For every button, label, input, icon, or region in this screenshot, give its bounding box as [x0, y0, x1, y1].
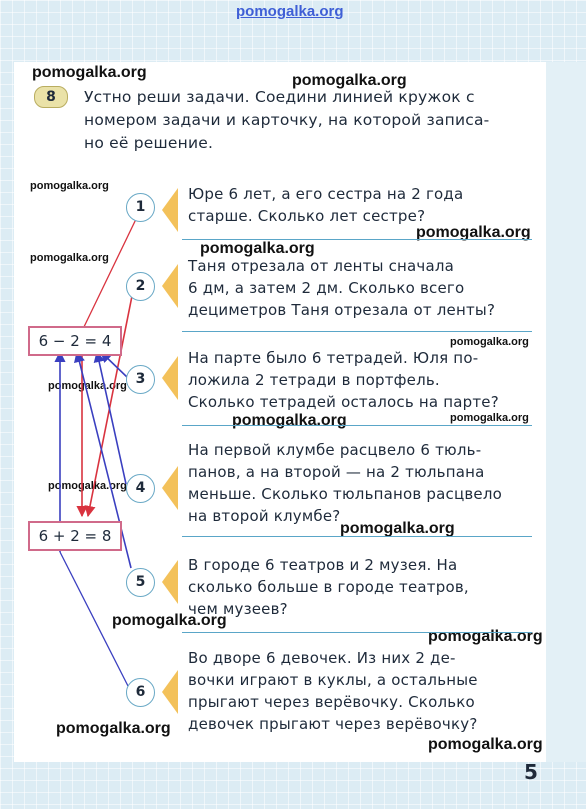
problem-line: вочки играют в куклы, а остальные — [188, 671, 478, 689]
watermark: pomogalka.org — [450, 336, 529, 348]
triangle-marker — [162, 560, 178, 604]
problem-line: дециметров Таня отрезала от ленты? — [188, 301, 496, 319]
watermark: pomogalka.org — [112, 612, 227, 629]
problem-line: Сколько тетрадей осталось на парте? — [188, 393, 499, 411]
page-number: 5 — [524, 760, 538, 784]
problem-number-circle[interactable]: 1 — [126, 193, 155, 222]
instruction-line: но её решение. — [84, 134, 214, 152]
triangle-marker — [162, 188, 178, 232]
task-instructions: Устно реши задачи. Соедини линией кружок… — [84, 86, 534, 155]
problem-6-text: Во дворе 6 девочек. Из них 2 де- вочки и… — [188, 647, 533, 735]
separator-line — [182, 536, 532, 537]
line-problem-4-to-card-diff — [93, 350, 127, 485]
problem-3-text: На парте было 6 тетрадей. Юля по- ложила… — [188, 347, 533, 413]
problem-line: Во дворе 6 девочек. Из них 2 де- — [188, 649, 456, 667]
separator-line — [182, 632, 532, 633]
separator-line — [182, 425, 532, 426]
problem-line: прыгают через верёвочку. Сколько — [188, 693, 475, 711]
problem-2-text: Таня отрезала от ленты сначала 6 дм, а з… — [188, 255, 533, 321]
line-problem-6-to-card-diff — [59, 551, 129, 687]
problem-line: панов, а на второй — на 2 тюльпана — [188, 463, 485, 481]
problem-5-text: В городе 6 театров и 2 музея. На сколько… — [188, 554, 533, 620]
triangle-marker — [162, 264, 178, 308]
problem-line: На парте было 6 тетрадей. Юля по- — [188, 349, 479, 367]
problem-line: В городе 6 театров и 2 музея. На — [188, 556, 458, 574]
watermark: pomogalka.org — [30, 180, 109, 192]
triangle-marker — [162, 670, 178, 714]
watermark: pomogalka.org — [48, 480, 127, 492]
task-number-badge: 8 — [34, 86, 68, 108]
separator-line — [182, 331, 532, 332]
card-difference: 6 − 2 = 4 — [28, 326, 122, 356]
line-problem-1-to-card-sum — [81, 214, 139, 332]
watermark: pomogalka.org — [450, 412, 529, 424]
watermark: pomogalka.org — [428, 736, 543, 753]
card-sum: 6 + 2 = 8 — [28, 521, 122, 551]
watermark: pomogalka.org — [200, 240, 315, 257]
watermark: pomogalka.org — [292, 72, 407, 89]
watermark: pomogalka.org — [32, 64, 147, 81]
separator-line — [182, 239, 532, 240]
problem-4-text: На первой клумбе расцвело 6 тюль- панов,… — [188, 439, 533, 527]
watermark: pomogalka.org — [30, 252, 109, 264]
problem-number-circle[interactable]: 5 — [126, 568, 155, 597]
problem-line: меньше. Сколько тюльпанов расцвело — [188, 485, 503, 503]
problem-line: Юре 6 лет, а его сестра на 2 года — [188, 185, 464, 203]
line-problem-2-to-card-sum — [84, 295, 133, 518]
problem-line: сколько больше в городе театров, — [188, 578, 469, 596]
problem-line: чем музеев? — [188, 600, 288, 618]
problem-line: Таня отрезала от ленты сначала — [188, 257, 455, 275]
problem-line: 6 дм, а затем 2 дм. Сколько всего — [188, 279, 465, 297]
problem-number-circle[interactable]: 2 — [126, 272, 155, 301]
watermark: pomogalka.org — [416, 224, 531, 241]
watermark: pomogalka.org — [48, 380, 127, 392]
instruction-line: номером задачи и карточку, на которой за… — [84, 111, 490, 129]
problem-line: старше. Сколько лет сестре? — [188, 207, 426, 225]
problem-number-circle[interactable]: 6 — [126, 678, 155, 707]
line-problem-3-to-card-diff — [100, 351, 129, 379]
triangle-marker — [162, 466, 178, 510]
problem-1-text: Юре 6 лет, а его сестра на 2 года старше… — [188, 183, 533, 227]
watermark-link[interactable]: pomogalka.org — [236, 3, 344, 20]
problem-line: на второй клумбе? — [188, 507, 341, 525]
problem-line: девочек прыгают через верёвочку? — [188, 715, 478, 733]
problem-number-circle[interactable]: 4 — [126, 474, 155, 503]
problem-line: На первой клумбе расцвело 6 тюль- — [188, 441, 482, 459]
textbook-page — [14, 62, 546, 762]
watermark: pomogalka.org — [340, 520, 455, 537]
watermark: pomogalka.org — [232, 412, 347, 429]
problem-number-circle[interactable]: 3 — [126, 365, 155, 394]
page-margin-strip — [546, 62, 586, 762]
problem-line: ложила 2 тетради в портфель. — [188, 371, 440, 389]
watermark: pomogalka.org — [56, 720, 171, 737]
instruction-line: Устно реши задачи. Соедини линией кружок… — [84, 88, 475, 106]
triangle-marker — [162, 356, 178, 400]
line-problem-5-to-card-diff — [74, 350, 132, 569]
